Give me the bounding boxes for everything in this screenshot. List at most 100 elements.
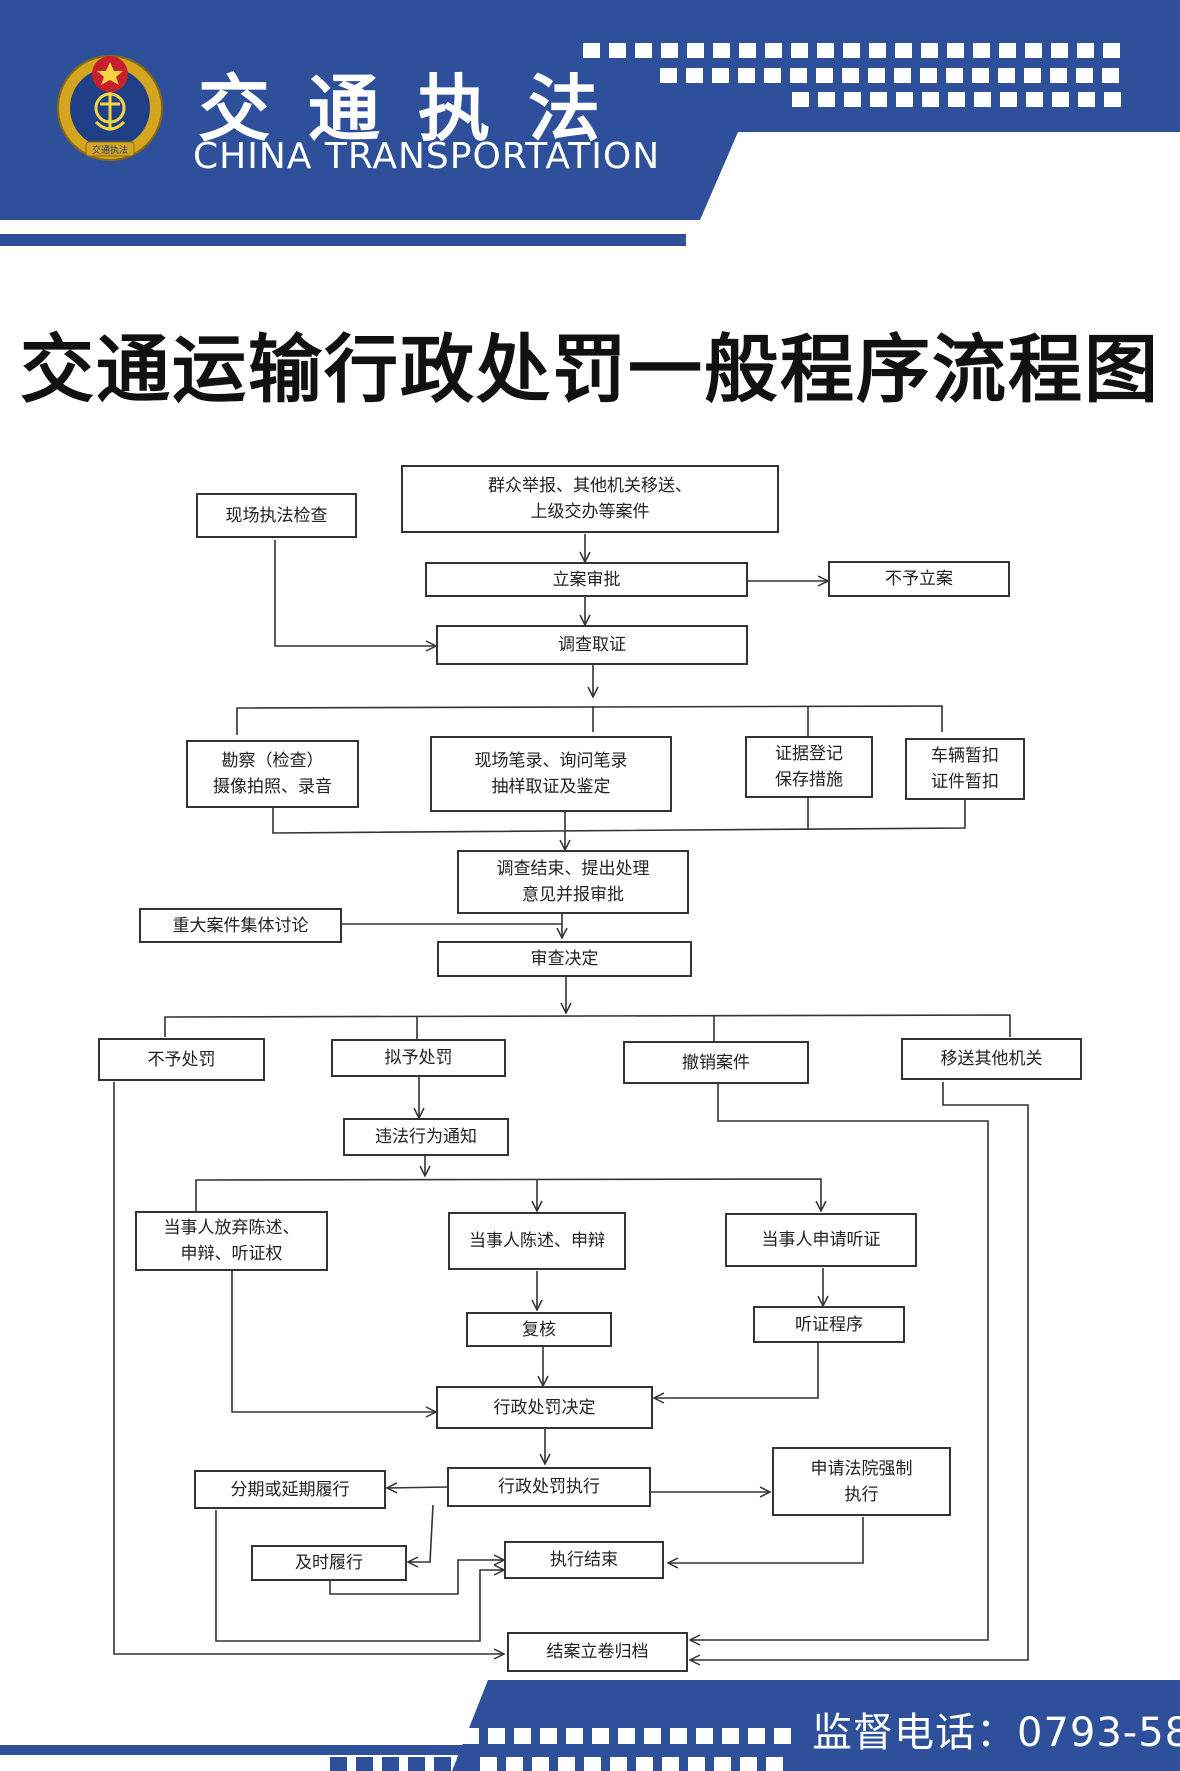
- banner-square: [1104, 92, 1121, 107]
- banner-square: [1076, 68, 1093, 83]
- banner-square: [1051, 43, 1068, 58]
- banner-square: [609, 43, 626, 58]
- banner-square: [818, 92, 835, 107]
- node-written-record: 现场笔录、询问笔录 抽样取证及鉴定: [430, 736, 672, 812]
- edge-merge-bar: [272, 798, 966, 834]
- banner-stripe: [968, 157, 1012, 192]
- banner-square: [1000, 92, 1017, 107]
- emblem-icon: 交通执法: [57, 55, 163, 161]
- banner-square: [1025, 43, 1042, 58]
- node-transfer-other: 移送其他机关: [901, 1038, 1082, 1080]
- banner-square: [947, 43, 964, 58]
- node-waive-rights: 当事人放弃陈述、 申辩、听证权: [135, 1211, 328, 1271]
- edge-installment-end: [215, 1510, 504, 1642]
- edge-timely-end: [329, 1560, 504, 1595]
- brand-name-english: CHINA TRANSPORTATION: [193, 136, 661, 177]
- svg-text:交通执法: 交通执法: [92, 144, 128, 156]
- banner-square: [739, 43, 756, 58]
- node-vehicle-detain: 车辆暂扣 证件暂扣: [905, 738, 1025, 800]
- banner-square: [999, 43, 1016, 58]
- banner-square: [1103, 43, 1120, 58]
- banner-stripe: [744, 157, 788, 192]
- node-no-case: 不予立案: [828, 561, 1010, 597]
- brand-name-chinese: 交通执法: [198, 67, 639, 151]
- edge-transfer-archive: [690, 1082, 1029, 1660]
- node-propose-penalty: 拟予处罚: [331, 1039, 506, 1077]
- node-penalty-execution: 行政处罚执行: [447, 1467, 651, 1507]
- edge-hearing-decision: [654, 1343, 819, 1398]
- banner-square: [843, 43, 860, 58]
- banner-square: [972, 68, 989, 83]
- banner-square: [973, 43, 990, 58]
- banner-stripe: [856, 157, 900, 192]
- banner-underline: [0, 234, 686, 246]
- banner-square: [1026, 92, 1043, 107]
- banner-square: [686, 68, 703, 83]
- banner-square: [1052, 92, 1069, 107]
- banner-square: [842, 68, 859, 83]
- banner-square: [583, 43, 600, 58]
- node-revoke-case: 撤销案件: [623, 1041, 809, 1084]
- banner-square: [948, 92, 965, 107]
- supervision-phone: 监督电话：0793-5821650: [812, 1710, 1180, 1756]
- node-installment: 分期或延期履行: [194, 1470, 386, 1509]
- banner-square: [817, 43, 834, 58]
- banner-stripe: [800, 157, 844, 192]
- banner-square: [1077, 43, 1094, 58]
- node-report: 群众举报、其他机关移送、 上级交办等案件: [401, 465, 779, 533]
- node-survey-record: 勘察（检查） 摄像拍照、录音: [186, 740, 359, 808]
- node-review-decision: 审查决定: [437, 941, 692, 977]
- banner-square: [868, 68, 885, 83]
- banner-square: [687, 43, 704, 58]
- edge-waive-decision: [231, 1270, 436, 1412]
- banner-square: [765, 43, 782, 58]
- node-no-penalty: 不予处罚: [98, 1038, 265, 1081]
- edge-inspect-investigate: [274, 540, 436, 646]
- banner-square: [661, 43, 678, 58]
- edge-outcome-bar: [164, 1014, 1011, 1037]
- banner-stripe: [1136, 157, 1180, 192]
- banner-square: [870, 92, 887, 107]
- banner-square: [946, 68, 963, 83]
- banner-square: [790, 68, 807, 83]
- node-case-approval: 立案审批: [425, 562, 748, 597]
- banner-square: [791, 43, 808, 58]
- banner-stripe: [1080, 157, 1124, 192]
- edge-court-end: [668, 1517, 864, 1563]
- banner-square: [816, 68, 833, 83]
- banner-square: [920, 68, 937, 83]
- banner-square: [1102, 68, 1119, 83]
- banner-square: [635, 43, 652, 58]
- banner-square: [1078, 92, 1095, 107]
- banner-square: [869, 43, 886, 58]
- banner-square-pattern: [583, 43, 1121, 107]
- banner-square: [998, 68, 1015, 83]
- banner-square: [712, 68, 729, 83]
- node-statement-defense: 当事人陈述、申辩: [448, 1212, 626, 1270]
- node-hearing-request: 当事人申请听证: [725, 1213, 917, 1267]
- edge-revoke-archive: [690, 1084, 989, 1640]
- banner-stripe-pattern: [744, 157, 1180, 192]
- node-investigation: 调查取证: [436, 625, 748, 665]
- banner-square: [1024, 68, 1041, 83]
- node-onsite-inspection: 现场执法检查: [196, 493, 357, 538]
- node-penalty-decision: 行政处罚决定: [436, 1386, 653, 1429]
- node-execution-end: 执行结束: [504, 1541, 664, 1579]
- edge-execute-timely: [408, 1504, 434, 1562]
- edge-notify-bar: [195, 1178, 821, 1211]
- banner-stripe: [1024, 157, 1068, 192]
- node-archive: 结案立卷归档: [507, 1632, 688, 1672]
- banner-square: [844, 92, 861, 107]
- banner-stripe: [912, 157, 956, 192]
- banner-square: [921, 43, 938, 58]
- node-violation-notice: 违法行为通知: [343, 1118, 509, 1156]
- banner-square: [1050, 68, 1067, 83]
- banner-square: [894, 68, 911, 83]
- banner-square: [738, 68, 755, 83]
- page-title: 交通运输行政处罚一般程序流程图: [20, 327, 1160, 413]
- banner-square: [896, 92, 913, 107]
- edge-split-bar: [236, 705, 943, 735]
- banner-square: [974, 92, 991, 107]
